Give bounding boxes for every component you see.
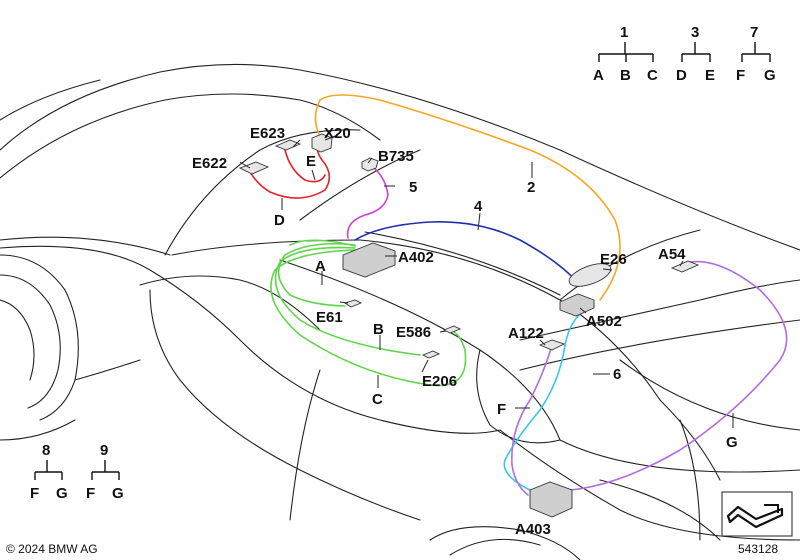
tree7-leaf-g: G xyxy=(764,67,776,84)
components xyxy=(238,133,700,518)
wire-orange xyxy=(314,94,621,301)
wire-red-branch xyxy=(284,149,326,183)
wiring-harness xyxy=(249,94,788,496)
component-labels: X20 E623 E622 E D B735 5 2 4 A402 A E61 … xyxy=(192,125,738,538)
lamp-e206 xyxy=(421,350,441,359)
lamp-e61 xyxy=(343,299,363,308)
legend-tree-7: 7 F G xyxy=(736,24,776,84)
tree3-leaf-e: E xyxy=(705,67,715,84)
label-a: A xyxy=(315,258,326,275)
label-e26: E26 xyxy=(600,251,627,268)
label-6: 6 xyxy=(613,366,621,383)
label-2: 2 xyxy=(527,179,535,196)
wire-cyan xyxy=(503,309,586,491)
label-c: C xyxy=(372,391,383,408)
tree1-leaf-c: C xyxy=(647,67,658,84)
label-e622: E622 xyxy=(192,155,227,172)
tree1-leaf-b: B xyxy=(620,67,631,84)
wire-violet-b xyxy=(511,344,553,496)
module-e623 xyxy=(274,139,302,151)
tree1-root: 1 xyxy=(620,24,628,41)
wire-violet xyxy=(569,260,788,491)
tree7-root: 7 xyxy=(750,24,758,41)
control-unit-a403 xyxy=(529,481,573,518)
label-e206: E206 xyxy=(422,373,457,390)
sensor-b735 xyxy=(361,157,379,172)
lamp-e26 xyxy=(568,263,612,287)
legend-tree-3: 3 D E xyxy=(676,24,715,84)
car-outline xyxy=(0,63,800,560)
legend-tree-8: 8 F G xyxy=(30,442,68,502)
tree8-leaf-g: G xyxy=(56,485,68,502)
label-x20: X20 xyxy=(324,125,351,142)
label-e: E xyxy=(306,153,316,170)
tree9-leaf-g: G xyxy=(112,485,124,502)
leader-lines xyxy=(239,134,734,428)
label-a403: A403 xyxy=(515,521,551,538)
label-4: 4 xyxy=(474,198,483,215)
copyright-text: © 2024 BMW AG xyxy=(6,542,98,556)
label-5: 5 xyxy=(409,179,417,196)
legend-tree-9: 9 F G xyxy=(86,442,124,502)
tree8-root: 8 xyxy=(42,442,50,459)
tree9-leaf-f: F xyxy=(86,485,95,502)
label-b735: B735 xyxy=(378,148,414,165)
wire-green-c xyxy=(270,249,467,387)
wire-blue xyxy=(354,221,581,286)
wire-green-a xyxy=(277,242,356,307)
label-e61: E61 xyxy=(316,309,343,326)
tree8-leaf-f: F xyxy=(30,485,39,502)
label-a502: A502 xyxy=(586,313,622,330)
label-e586: E586 xyxy=(396,324,431,341)
module-a502 xyxy=(559,293,595,317)
tree7-leaf-f: F xyxy=(736,67,745,84)
module-a122 xyxy=(538,339,566,351)
view-direction-icon xyxy=(721,491,793,537)
tree3-root: 3 xyxy=(691,24,699,41)
label-a54: A54 xyxy=(658,246,686,263)
tree3-leaf-d: D xyxy=(676,67,687,84)
module-x20 xyxy=(311,133,333,153)
wire-magenta xyxy=(346,164,389,239)
diagram-number: 543128 xyxy=(738,542,778,556)
label-e623: E623 xyxy=(250,125,285,142)
label-d: D xyxy=(274,212,285,229)
label-b: B xyxy=(373,321,384,338)
module-e622 xyxy=(238,161,270,175)
label-a402: A402 xyxy=(398,249,434,266)
control-unit-a402 xyxy=(342,242,396,278)
wire-green-d xyxy=(289,239,356,247)
legend-tree-1: 1 A B C xyxy=(593,24,658,84)
label-f: F xyxy=(497,401,506,418)
lamp-e586 xyxy=(442,325,462,334)
module-a54 xyxy=(670,260,700,273)
tree1-leaf-a: A xyxy=(593,67,604,84)
wire-red xyxy=(249,141,331,199)
wire-green-b xyxy=(274,246,421,356)
tree9-root: 9 xyxy=(100,442,108,459)
label-g: G xyxy=(726,434,738,451)
label-a122: A122 xyxy=(508,325,544,342)
